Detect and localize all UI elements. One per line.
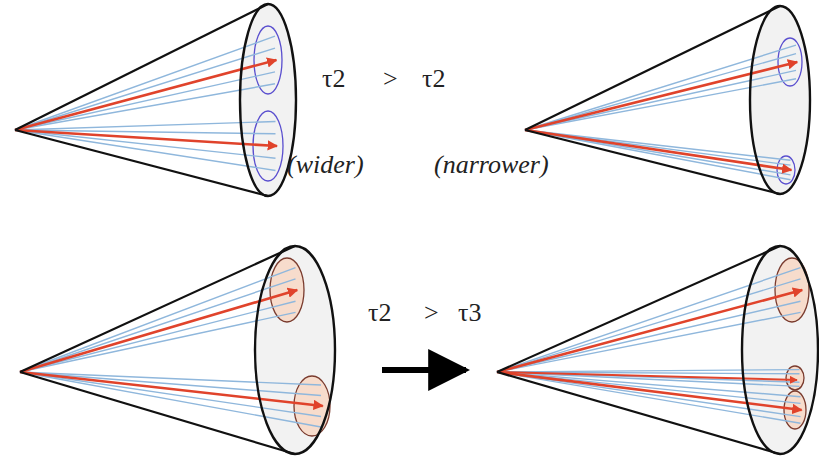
subjet-circle — [270, 258, 304, 322]
cone-edge — [20, 372, 295, 454]
particle-line — [525, 130, 791, 175]
particle-line — [497, 279, 801, 372]
cone-rim — [742, 246, 818, 454]
width-note: (narrower) — [434, 152, 549, 178]
cone-edge — [15, 4, 268, 130]
cone-body — [497, 246, 818, 454]
cone-edge — [497, 372, 780, 454]
particle-line — [20, 372, 321, 417]
cone-face — [750, 6, 810, 194]
subjet-circle — [254, 26, 282, 94]
subjet-axis — [15, 130, 277, 146]
cone-edge — [20, 246, 295, 372]
tau-symbol: τ2 — [422, 66, 445, 92]
particle-line — [15, 36, 275, 130]
width-note: (wider) — [287, 152, 364, 178]
particle-line — [497, 312, 801, 372]
particle-line — [497, 301, 801, 372]
tau-symbol: τ2 — [322, 66, 345, 92]
arrow — [382, 367, 466, 373]
particle-line — [525, 130, 791, 160]
subjet-axis — [497, 372, 802, 410]
comparison-sign: > — [383, 66, 398, 92]
particle-line — [20, 372, 321, 396]
cone-face — [742, 246, 818, 454]
subjet-axis — [15, 60, 276, 130]
particle-line — [15, 84, 275, 130]
particle-line — [497, 268, 801, 372]
subjet-circle — [778, 38, 802, 86]
cone-body — [20, 246, 335, 454]
cone-edge — [525, 6, 780, 130]
comparison-sign: > — [424, 300, 439, 326]
subjet-axis — [525, 62, 797, 130]
cone-rim — [255, 246, 335, 454]
particle-line — [15, 122, 276, 131]
particle-line — [15, 72, 275, 130]
tau-symbol: τ2 — [368, 300, 391, 326]
cone-body — [525, 6, 810, 194]
subjet-axis — [20, 372, 323, 406]
particle-line — [525, 79, 796, 130]
tau-symbol: τ3 — [458, 300, 481, 326]
cone-edge — [497, 246, 780, 372]
particle-line — [525, 130, 791, 180]
cone-edge — [525, 130, 780, 194]
cone-rim — [750, 6, 810, 194]
subjet-axis — [497, 290, 802, 372]
cone-body — [15, 4, 296, 196]
subjet-axis — [497, 372, 797, 380]
cone-edge — [15, 130, 268, 196]
particle-line — [15, 48, 275, 130]
particle-line — [525, 45, 796, 130]
